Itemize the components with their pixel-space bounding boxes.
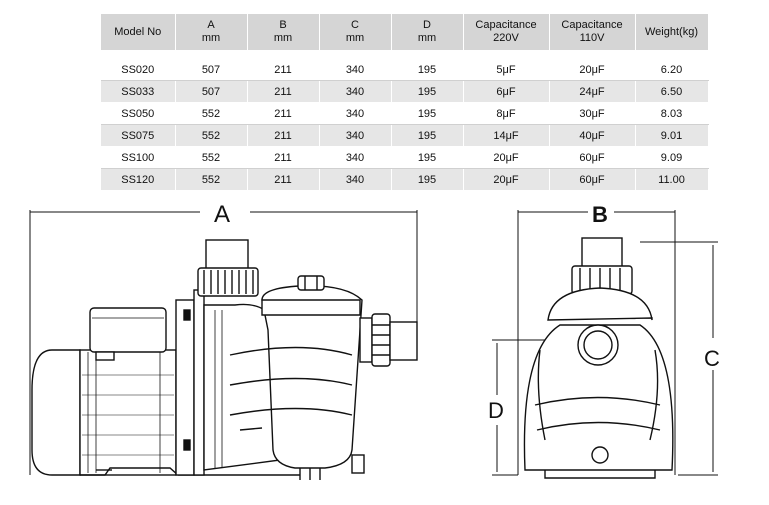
table-cell: 20μF xyxy=(463,168,550,191)
table-cell: 195 xyxy=(391,168,464,191)
table-cell: 340 xyxy=(319,124,392,147)
header-weight: Weight(kg) xyxy=(635,14,709,51)
table-cell: 195 xyxy=(391,59,464,81)
table-cell: SS050 xyxy=(101,102,176,125)
table-cell: 340 xyxy=(319,102,392,125)
table-cell: 507 xyxy=(175,80,248,103)
label-a: A xyxy=(214,201,230,228)
table-cell: 60μF xyxy=(549,168,636,191)
table-cell: 60μF xyxy=(549,146,636,169)
discharge-port xyxy=(197,239,259,297)
motor-flange xyxy=(175,289,205,476)
table-cell: 30μF xyxy=(549,102,636,125)
table-cell: 8μF xyxy=(463,102,550,125)
table-cell: SS033 xyxy=(101,80,176,103)
table-cell: SS120 xyxy=(101,168,176,191)
suction-port xyxy=(359,313,418,367)
table-cell: 6.20 xyxy=(635,59,709,81)
table-cell: 552 xyxy=(175,168,248,191)
table-cell: 24μF xyxy=(549,80,636,103)
table-spacer xyxy=(101,50,708,59)
table-cell: 9.01 xyxy=(635,124,709,147)
terminal-box xyxy=(89,307,167,361)
table-cell: 211 xyxy=(247,168,320,191)
table-cell: 340 xyxy=(319,80,392,103)
table-cell: 195 xyxy=(391,124,464,147)
table-cell: 6μF xyxy=(463,80,550,103)
table-cell: 14μF xyxy=(463,124,550,147)
table-cell: 211 xyxy=(247,80,320,103)
table-cell: 195 xyxy=(391,102,464,125)
front-view xyxy=(492,210,718,479)
header-model: Model No xyxy=(101,14,176,51)
label-d: D xyxy=(488,398,504,423)
table-cell: 20μF xyxy=(549,59,636,81)
table-cell: 40μF xyxy=(549,124,636,147)
table-cell: 340 xyxy=(319,59,392,81)
table-cell: 195 xyxy=(391,80,464,103)
pump-drawing: A B C D xyxy=(29,201,720,480)
dimension-a xyxy=(29,210,418,475)
table-cell: 211 xyxy=(247,146,320,169)
table-cell: 5μF xyxy=(463,59,550,81)
spacer-cell xyxy=(101,50,708,59)
table-cell: SS075 xyxy=(101,124,176,147)
label-b: B xyxy=(592,202,608,227)
table-cell: 8.03 xyxy=(635,102,709,125)
table-cell: 340 xyxy=(319,146,392,169)
table-cell: 211 xyxy=(247,102,320,125)
table-cell: 211 xyxy=(247,59,320,81)
table-cell: 340 xyxy=(319,168,392,191)
table-cell: SS020 xyxy=(101,59,176,81)
table-cell: 9.09 xyxy=(635,146,709,169)
table-cell: 6.50 xyxy=(635,80,709,103)
table-cell: 20μF xyxy=(463,146,550,169)
motor-body xyxy=(31,349,177,476)
table-cell: 211 xyxy=(247,124,320,147)
table-cell: 552 xyxy=(175,146,248,169)
table-cell: 11.00 xyxy=(635,168,709,191)
table-cell: 552 xyxy=(175,102,248,125)
table-cell: 552 xyxy=(175,124,248,147)
label-c: C xyxy=(704,346,720,371)
table-cell: SS100 xyxy=(101,146,176,169)
table-cell: 507 xyxy=(175,59,248,81)
strainer-pot xyxy=(229,275,365,480)
table-cell: 195 xyxy=(391,146,464,169)
